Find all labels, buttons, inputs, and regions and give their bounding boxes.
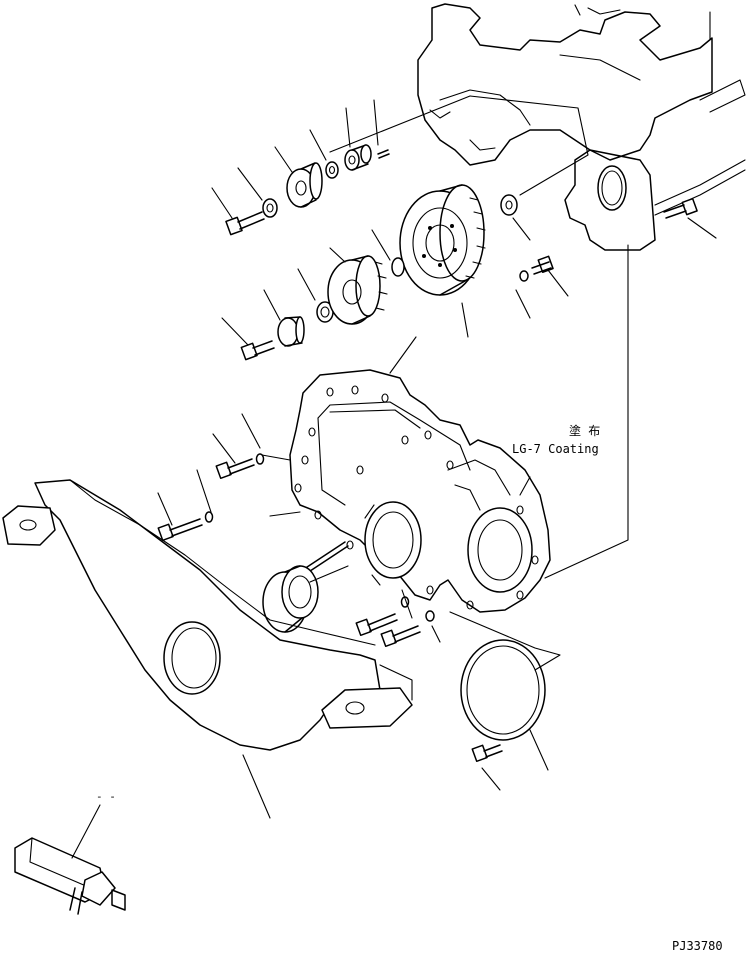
leader-lines [71, 99, 717, 859]
bolt-cover-2 [157, 511, 214, 542]
axis-line-upper-stack [329, 95, 471, 153]
upper-idler-stack [225, 144, 390, 236]
gear-small-upper [286, 162, 323, 208]
bolt-cover-1 [215, 453, 265, 480]
dowel-pin-upper [377, 149, 390, 159]
bolt-cover-4 [380, 610, 435, 648]
engine-mount-bracket [2, 479, 413, 751]
gasket-guide-line [449, 611, 561, 671]
axis-line-dowel [469, 95, 589, 196]
bushing-middle-outer [391, 257, 405, 277]
gear-middle [327, 255, 388, 325]
cover-guide-line-right [544, 244, 629, 579]
thrust-flange-middle [277, 316, 305, 347]
bolt-block-right [663, 197, 698, 219]
bolt-cover-3 [355, 596, 410, 637]
cover-guide-line-left [261, 454, 301, 517]
middle-idler-stack [240, 255, 405, 361]
bolt-crank-side [519, 255, 554, 282]
bushing-upper [325, 161, 339, 179]
crank-oil-seal [262, 565, 319, 633]
figure-code: PJ33780 [672, 939, 723, 953]
cover-gasket-ring [460, 639, 546, 741]
washer-upper [262, 198, 278, 218]
apply-label-jp: 塗 布 [569, 423, 600, 438]
bolt-upper-stack [225, 211, 265, 236]
bolt-gasket-ring [471, 744, 503, 763]
bolt-middle-stack [240, 340, 275, 361]
crank-gear-large [399, 184, 486, 296]
idler-shaft-upper [344, 144, 372, 171]
service-tool [14, 837, 126, 915]
engine-block [417, 3, 746, 251]
crank-gear-washer [500, 194, 518, 216]
front-cover [289, 369, 551, 613]
apply-label-en: LG-7 Coating [512, 442, 599, 456]
tool-dash-mark: - - [96, 790, 116, 803]
